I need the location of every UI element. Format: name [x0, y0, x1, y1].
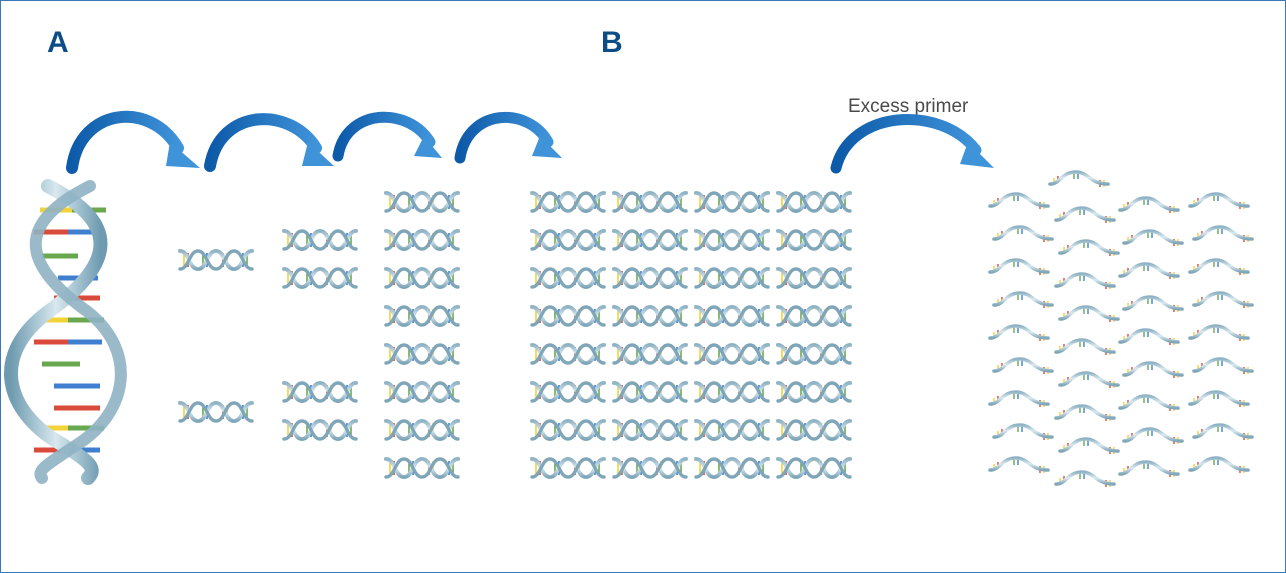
dna-double-helix-icon	[530, 457, 606, 479]
dna-double-helix-icon	[694, 229, 770, 251]
dna-double-helix-icon	[384, 267, 460, 289]
dna-double-helix-icon	[612, 381, 688, 403]
dna-double-helix-icon	[694, 305, 770, 327]
dna-double-helix-icon	[384, 419, 460, 441]
dna-double-helix-icon	[694, 457, 770, 479]
single-strand-dna-icon	[988, 324, 1050, 343]
single-strand-dna-icon	[1054, 470, 1116, 489]
single-strand-dna-icon	[1188, 192, 1250, 211]
single-strand-dna-icon	[988, 390, 1050, 409]
single-strand-dna-icon	[1118, 196, 1180, 215]
dna-double-helix-icon	[776, 381, 852, 403]
dna-double-helix-icon	[530, 343, 606, 365]
single-strand-dna-icon	[1192, 423, 1254, 442]
single-strand-dna-icon	[1054, 338, 1116, 357]
single-strand-dna-icon	[1122, 229, 1184, 248]
single-strand-dna-icon	[1122, 427, 1184, 446]
single-strand-dna-icon	[1192, 357, 1254, 376]
amplified-dsdna-grid	[530, 191, 852, 479]
panel-label-b: B	[601, 26, 623, 59]
dna-double-helix-icon	[282, 381, 358, 403]
dna-double-helix-icon	[384, 191, 460, 213]
dna-double-helix-icon	[282, 229, 358, 251]
dna-double-helix-icon	[178, 249, 254, 271]
single-strand-dna-icon	[988, 456, 1050, 475]
single-strand-dna-icon	[1118, 460, 1180, 479]
cycle-3-products	[384, 191, 460, 479]
single-strand-dna-icon	[988, 258, 1050, 277]
dna-double-helix-icon	[694, 419, 770, 441]
dna-double-helix-icon	[384, 343, 460, 365]
dna-double-helix-icon	[694, 267, 770, 289]
single-strand-dna-icon	[1188, 258, 1250, 277]
single-strand-dna-icon	[1192, 291, 1254, 310]
single-strand-dna-icon	[992, 225, 1054, 244]
single-stranded-products	[988, 170, 1254, 489]
cycle-arrow-icon	[332, 111, 442, 162]
single-strand-dna-icon	[1122, 361, 1184, 380]
dna-double-helix-icon	[776, 343, 852, 365]
dna-double-helix-icon	[776, 229, 852, 251]
dna-double-helix-icon	[612, 267, 688, 289]
dna-double-helix-icon	[282, 419, 358, 441]
dna-double-helix-icon	[612, 343, 688, 365]
dna-double-helix-icon	[612, 419, 688, 441]
panel-label-a: A	[47, 26, 69, 59]
dna-double-helix-icon	[530, 419, 606, 441]
cycle-arrow-icon	[454, 111, 562, 164]
single-strand-dna-icon	[1058, 371, 1120, 390]
dna-double-helix-icon	[384, 457, 460, 479]
dna-double-helix-icon	[694, 191, 770, 213]
dna-double-helix-icon	[776, 305, 852, 327]
cycle-arrows	[66, 110, 994, 174]
dna-double-helix-icon	[178, 401, 254, 423]
cycle-2-products	[282, 229, 358, 441]
single-strand-dna-icon	[1118, 328, 1180, 347]
dna-double-helix-icon	[776, 191, 852, 213]
cycle-arrow-icon	[204, 113, 334, 172]
single-strand-dna-icon	[1192, 225, 1254, 244]
single-strand-dna-icon	[992, 423, 1054, 442]
single-strand-dna-icon	[1188, 390, 1250, 409]
dna-double-helix-icon	[776, 419, 852, 441]
single-strand-dna-icon	[1054, 272, 1116, 291]
single-strand-dna-icon	[1048, 170, 1110, 189]
single-strand-dna-icon	[992, 291, 1054, 310]
dna-double-helix-icon	[384, 305, 460, 327]
excess-primer-arrow-icon	[830, 114, 994, 174]
single-strand-dna-icon	[1058, 437, 1120, 456]
single-strand-dna-icon	[1188, 324, 1250, 343]
dna-double-helix-icon	[776, 267, 852, 289]
single-strand-dna-icon	[1054, 206, 1116, 225]
single-strand-dna-icon	[1054, 404, 1116, 423]
large-dna-helix-icon	[4, 179, 127, 485]
cycle-1-products	[178, 249, 254, 423]
single-strand-dna-icon	[1118, 394, 1180, 413]
excess-primer-label: Excess primer	[848, 96, 969, 117]
dna-double-helix-icon	[530, 267, 606, 289]
single-strand-dna-icon	[1058, 239, 1120, 258]
single-strand-dna-icon	[1188, 456, 1250, 475]
dna-double-helix-icon	[612, 457, 688, 479]
single-strand-dna-icon	[1118, 262, 1180, 281]
dna-double-helix-icon	[694, 343, 770, 365]
single-strand-dna-icon	[992, 357, 1054, 376]
dna-double-helix-icon	[612, 191, 688, 213]
dna-double-helix-icon	[694, 381, 770, 403]
dna-double-helix-icon	[530, 305, 606, 327]
single-strand-dna-icon	[1122, 295, 1184, 314]
dna-double-helix-icon	[384, 381, 460, 403]
dna-double-helix-icon	[530, 229, 606, 251]
dna-double-helix-icon	[776, 457, 852, 479]
dna-double-helix-icon	[384, 229, 460, 251]
single-strand-dna-icon	[988, 192, 1050, 211]
dna-double-helix-icon	[530, 381, 606, 403]
dna-double-helix-icon	[612, 229, 688, 251]
dna-double-helix-icon	[530, 191, 606, 213]
dna-double-helix-icon	[282, 267, 358, 289]
dna-double-helix-icon	[612, 305, 688, 327]
cycle-arrow-icon	[66, 110, 200, 174]
single-strand-dna-icon	[1058, 305, 1120, 324]
